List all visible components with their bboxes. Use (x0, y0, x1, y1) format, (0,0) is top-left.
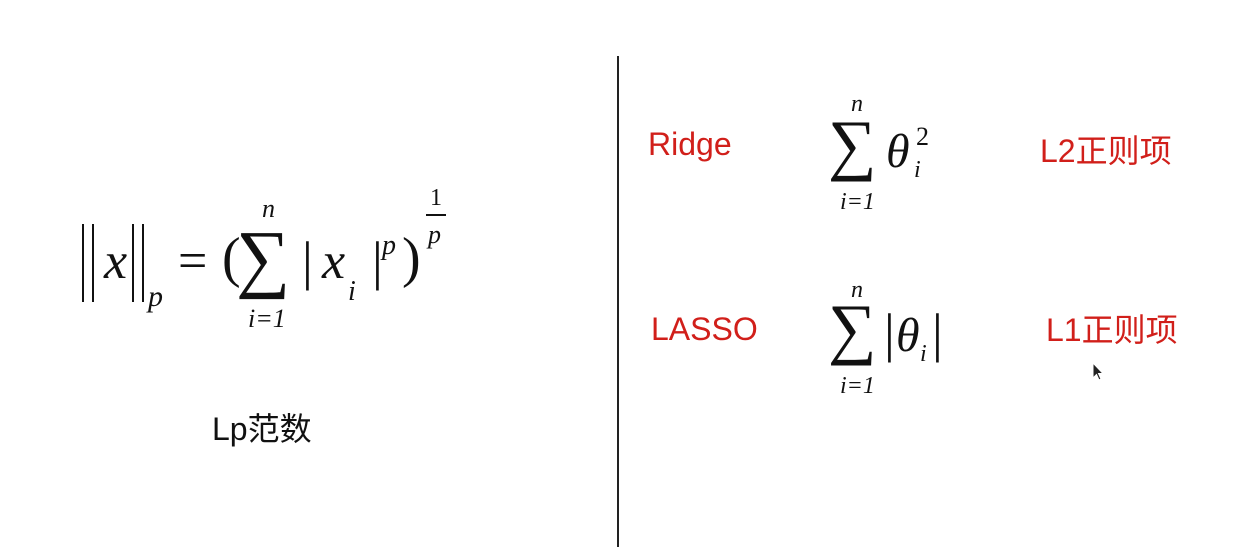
lasso-abs-bar-left: | (884, 303, 895, 363)
lhs-variable: x (104, 233, 128, 290)
ridge-theta-subscript: i (914, 157, 921, 183)
ridge-theta: θ (886, 125, 910, 178)
lasso-label: LASSO (651, 311, 758, 347)
lhs-subscript: p (148, 280, 163, 313)
sum-upper-limit: n (262, 194, 275, 223)
lasso-abs-bar-right: | (932, 303, 943, 363)
ridge-theta-superscript: 2 (916, 122, 929, 151)
outer-exponent-denominator: p (428, 220, 441, 249)
abs-bar-left: | (302, 231, 313, 291)
norm-bar-left-outer (82, 224, 84, 302)
lasso-sum-lower: i=1 (840, 373, 875, 399)
norm-bar-right-outer (142, 224, 144, 302)
sum-lower-limit: i=1 (248, 304, 286, 333)
ridge-sum-lower: i=1 (840, 189, 875, 215)
norm-bar-left-inner (92, 224, 94, 302)
sum-symbol: ∑ (236, 216, 291, 300)
outer-exponent-fraction-bar (426, 214, 446, 216)
lp-norm-caption: Lp范数 (212, 411, 312, 447)
term-variable: x (322, 233, 346, 290)
l1-term-label: L1正则项 (1046, 312, 1178, 348)
ridge-sum-symbol: ∑ (828, 106, 877, 182)
outer-exponent-numerator: 1 (430, 185, 442, 211)
norm-bar-right-inner (132, 224, 134, 302)
lasso-sum-symbol: ∑ (828, 290, 877, 366)
vertical-divider (617, 56, 619, 547)
ridge-label: Ridge (648, 126, 732, 162)
lasso-theta: θ (896, 309, 920, 362)
term-subscript: i (348, 276, 356, 307)
mouse-cursor-icon (1092, 362, 1104, 381)
lasso-sum-upper: n (851, 277, 863, 303)
l2-term-label: L2正则项 (1040, 133, 1172, 169)
lasso-theta-subscript: i (920, 341, 927, 367)
ridge-sum-upper: n (851, 91, 863, 117)
equals-sign: = (178, 233, 208, 290)
term-exponent: p (382, 230, 396, 261)
close-paren: ) (402, 227, 421, 289)
open-paren: ( (222, 227, 241, 289)
abs-bar-right: | (372, 231, 383, 291)
